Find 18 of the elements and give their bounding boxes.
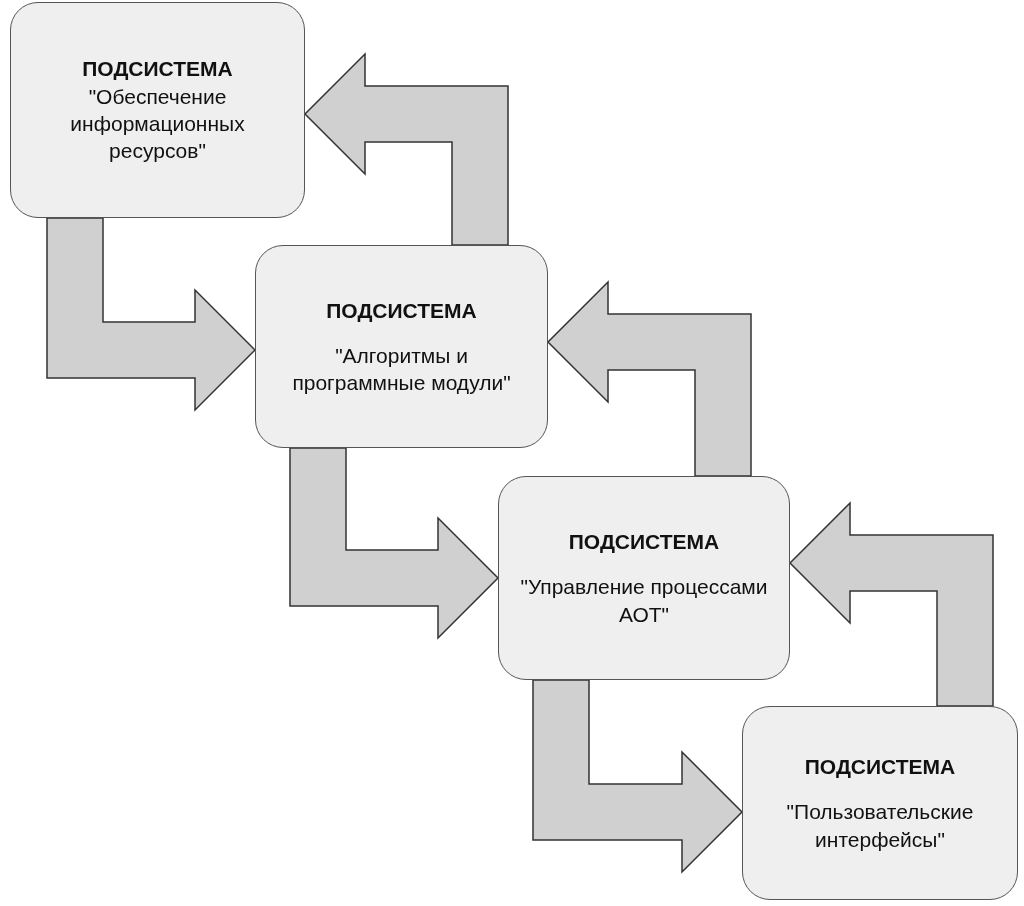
subsystem-box [255,245,548,448]
subsystem-box [10,2,305,218]
subsystem-name: "Алгоритмы и программные модули" [291,342,512,397]
subsystem-name: "Управление процессами АОТ" [519,574,769,628]
block-arrow [532,679,744,874]
subsystem-heading: ПОДСИСТЕМА [326,297,477,324]
subsystem-name: "Пользовательские интерфейсы" [785,799,975,853]
subsystem-heading: ПОДСИСТЕМА [568,529,720,556]
subsystem-box [742,706,1018,900]
block-arrow [546,280,752,477]
block-arrow [788,501,994,707]
subsystem-name: "Обеспечение информационных ресурсов" [69,83,246,165]
block-arrow [303,52,509,246]
subsystem-heading: ПОДСИСТЕМА [804,754,956,781]
block-arrow [46,217,257,412]
block-arrow [289,447,500,640]
subsystem-heading: ПОДСИСТЕМА [82,56,233,83]
subsystem-box [498,476,790,680]
